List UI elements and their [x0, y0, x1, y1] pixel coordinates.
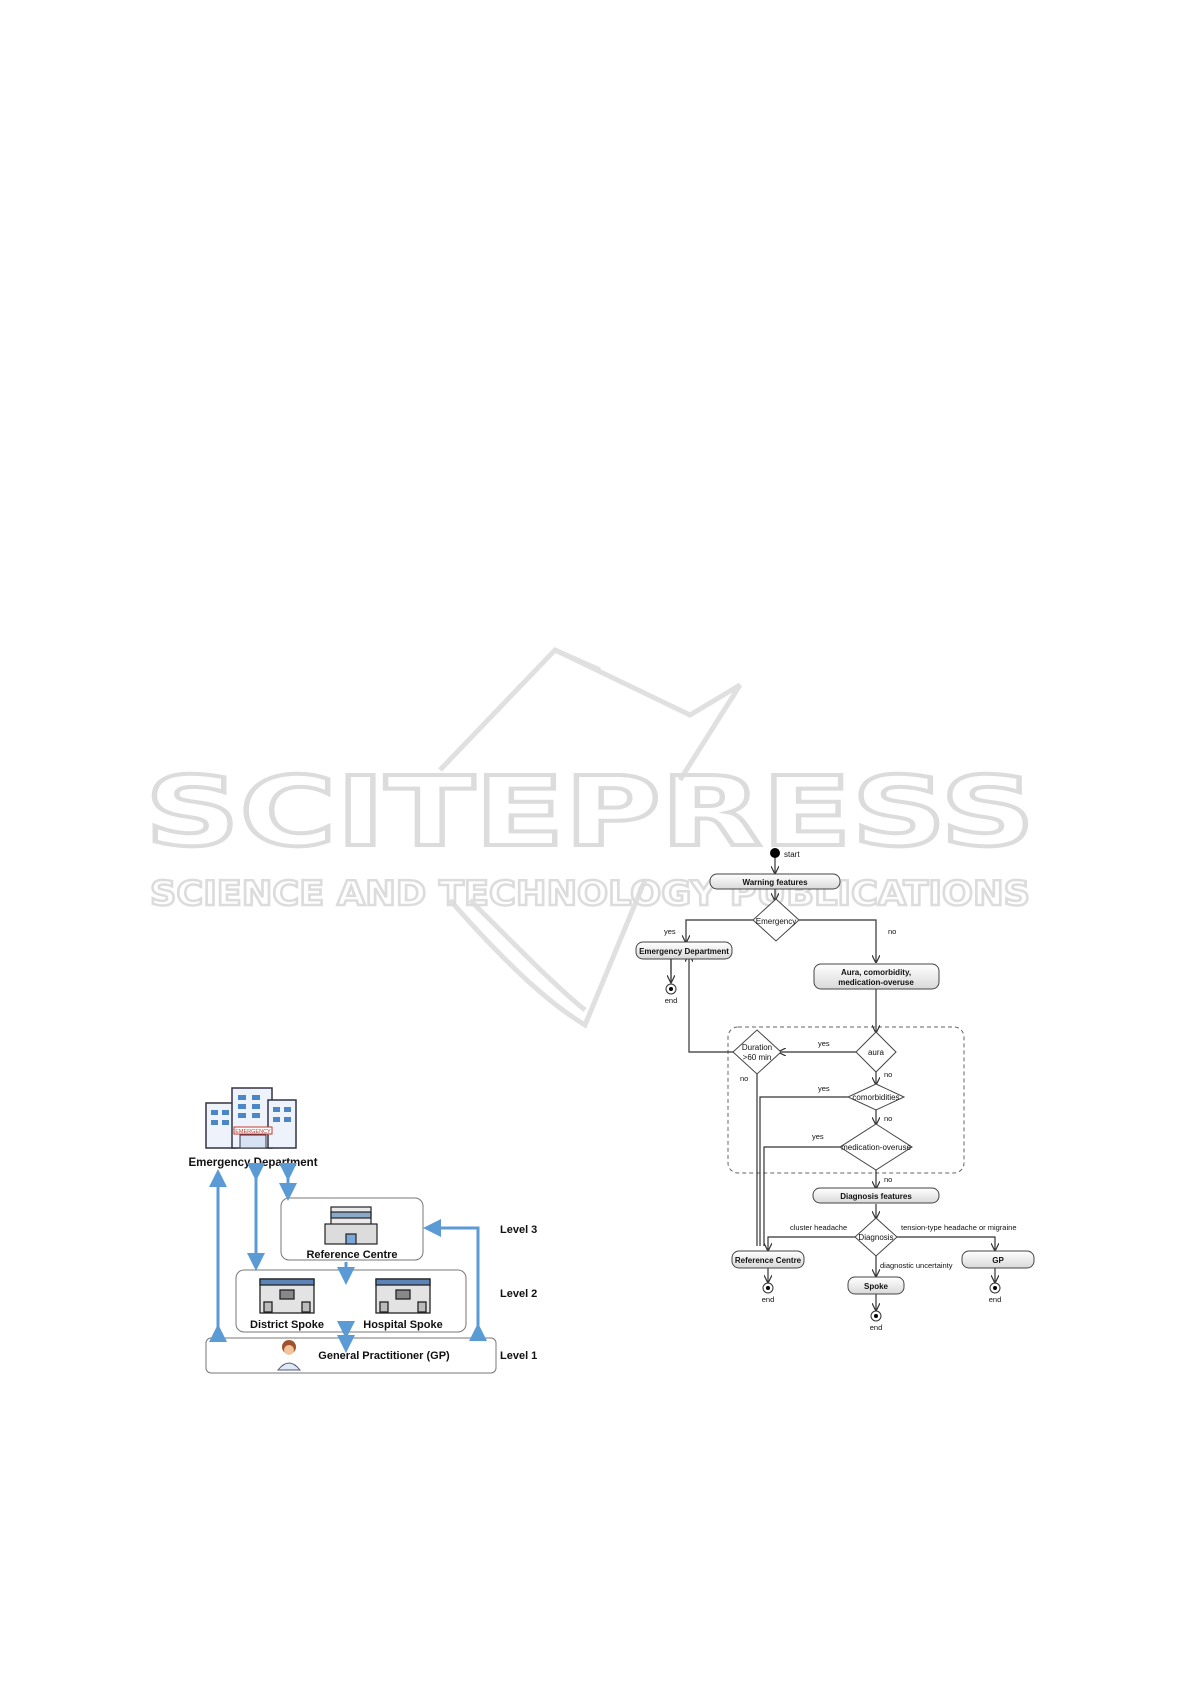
medication-overuse-yes-label: yes	[812, 1132, 824, 1141]
start-node	[770, 848, 780, 858]
diagnosis-features-box	[812, 1187, 940, 1204]
aura-decision	[855, 1031, 897, 1073]
warning-features-box	[709, 873, 841, 890]
comorbidities-decision	[846, 1083, 906, 1111]
gp-flow-label: GP	[992, 1256, 1004, 1265]
end-label-spoke: end	[870, 1323, 883, 1332]
diagnosis-features-label: Diagnosis features	[840, 1192, 912, 1201]
duration-line1: Duration	[742, 1043, 772, 1052]
gp-label: General Practitioner (GP)	[318, 1350, 450, 1362]
emergency-label: Emergency	[756, 917, 796, 926]
watermark-logo	[438, 646, 743, 1029]
aura-no-label: no	[884, 1070, 892, 1079]
comorbidities-no-label: no	[884, 1114, 892, 1123]
level1-label: Level 1	[500, 1350, 537, 1362]
diagnosis-decision	[854, 1217, 898, 1257]
level3-label: Level 3	[500, 1224, 537, 1236]
diagnostic-uncertainty-label: diagnostic uncertainty	[880, 1261, 953, 1270]
medication-overuse-label: medication-overuse	[841, 1143, 911, 1152]
medication-overuse-no-label: no	[884, 1175, 892, 1184]
reference-centre-label: Reference Centre	[306, 1249, 397, 1261]
comorbidities-yes-label: yes	[818, 1084, 830, 1093]
emergency-decision	[752, 898, 800, 942]
ed-sign: EMERGENCY	[235, 1129, 271, 1135]
duration-no-label: no	[740, 1074, 748, 1083]
doctor-icon	[276, 1340, 302, 1371]
medication-overuse-decision	[839, 1123, 913, 1171]
watermark-sub: SCIENCE AND TECHNOLOGY PUBLICATIONS	[150, 874, 1030, 914]
tension-migraine-label: tension-type headache or migraine	[901, 1223, 1017, 1232]
emergency-department-box	[635, 941, 733, 960]
spoke-box	[847, 1276, 905, 1295]
aura-yes-label: yes	[818, 1039, 830, 1048]
district-spoke-label: District Spoke	[250, 1319, 324, 1331]
reference-centre-box	[731, 1250, 805, 1269]
reference-centre-icon	[324, 1206, 378, 1245]
arrow-gp-reference	[423, 1219, 487, 1341]
risk-factor-group	[727, 1026, 965, 1174]
emergency-yes-label: yes	[664, 927, 676, 936]
hospital-spoke-label: Hospital Spoke	[363, 1319, 442, 1331]
duration-line2: >60 min	[743, 1053, 772, 1062]
level2-label: Level 2	[500, 1288, 537, 1300]
aura-box-line2: medication-overuse	[838, 978, 914, 987]
aura-label: aura	[868, 1048, 885, 1057]
aura-box-line1: Aura, comorbidity,	[841, 968, 911, 977]
aura-comorbidity-box	[813, 963, 940, 990]
comorbidities-label: comorbidities	[852, 1093, 899, 1102]
network-arrows	[209, 1163, 487, 1353]
diagnosis-label: Diagnosis	[858, 1233, 893, 1242]
district-spoke-icon	[259, 1278, 315, 1314]
cluster-headache-label: cluster headache	[790, 1223, 847, 1232]
end-label-reference: end	[762, 1295, 775, 1304]
start-label: start	[784, 850, 800, 859]
emergency-department-flow-label: Emergency Department	[639, 947, 729, 956]
warning-features-label: Warning features	[742, 878, 808, 887]
watermark-main: SCITEPRESS	[145, 756, 1035, 868]
hospital-spoke-icon	[375, 1278, 431, 1314]
reference-centre-flow-label: Reference Centre	[735, 1256, 802, 1265]
emergency-hospital-icon: EMERGENCY	[205, 1087, 297, 1149]
gp-box	[961, 1250, 1035, 1269]
spoke-label: Spoke	[864, 1282, 889, 1291]
end-label-ed: end	[665, 996, 678, 1005]
duration-decision	[732, 1029, 782, 1075]
emergency-no-label: no	[888, 927, 896, 936]
flow-connectors	[670, 854, 995, 1310]
end-label-gp: end	[989, 1295, 1002, 1304]
